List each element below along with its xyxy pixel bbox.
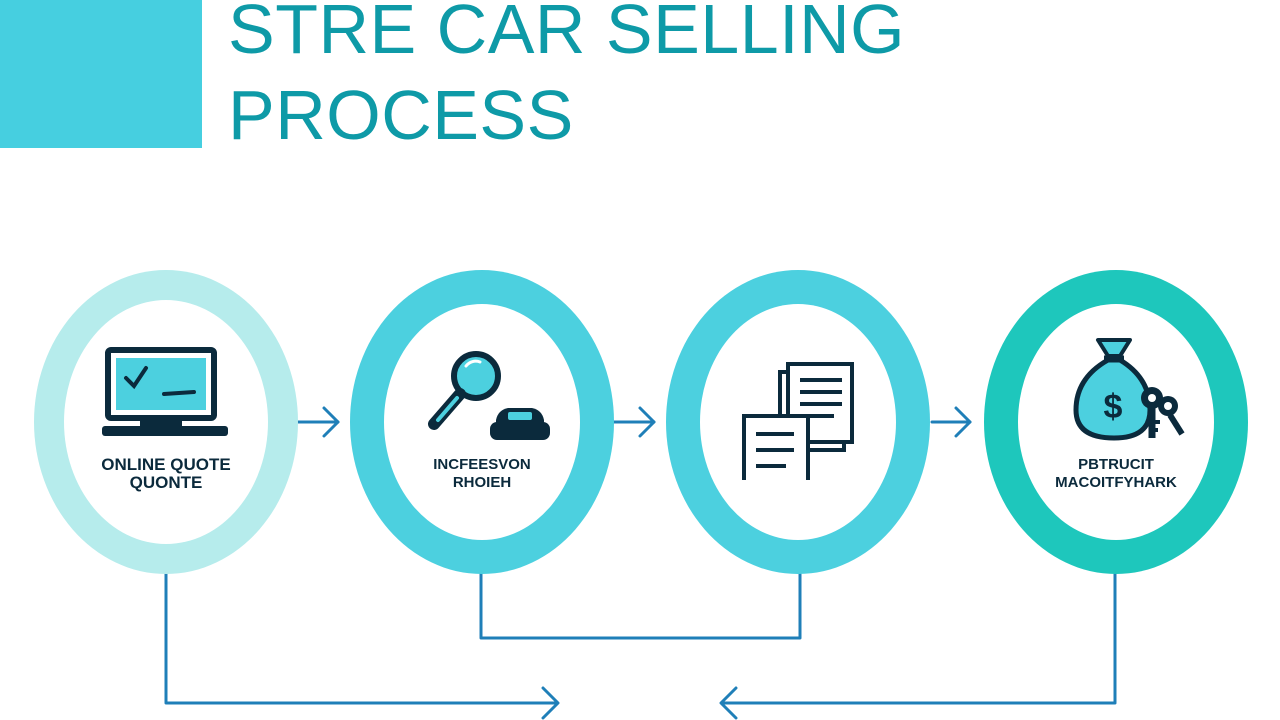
loop-right: [720, 572, 1117, 705]
svg-text:$: $: [1104, 388, 1123, 426]
arrow-1-2: [296, 406, 340, 438]
step-label: INCFEESVON RHOIEH: [433, 456, 531, 491]
step-label: PBTRUCIT MACOITFYHARK: [1055, 456, 1177, 491]
bracket-2-3: [479, 572, 802, 640]
money-bag-keys-icon: $: [1073, 338, 1185, 441]
step-inner: [384, 304, 580, 540]
arrow-2-3: [612, 406, 656, 438]
step-online-quote: ONLINE QUOTE QUONTE: [34, 270, 298, 574]
page-title-line-2: PROCESS: [228, 76, 574, 154]
step-payment: $ PBTRUCIT MACOITFYHARK: [984, 270, 1248, 574]
documents-icon: [742, 362, 854, 480]
magnifier-car-icon: [428, 351, 550, 440]
step-documents: [666, 270, 930, 574]
loop-left: [164, 572, 558, 705]
accent-block: [0, 0, 202, 148]
loop-left-arrowhead: [541, 686, 560, 720]
arrow-3-4: [930, 406, 972, 438]
loop-right-arrowhead: [719, 686, 738, 720]
computer-check-icon: [102, 347, 228, 436]
step-label: ONLINE QUOTE QUONTE: [101, 455, 231, 492]
step-inspection: INCFEESVON RHOIEH: [350, 270, 614, 574]
page-title-line-1: STRE CAR SELLING: [228, 0, 906, 68]
